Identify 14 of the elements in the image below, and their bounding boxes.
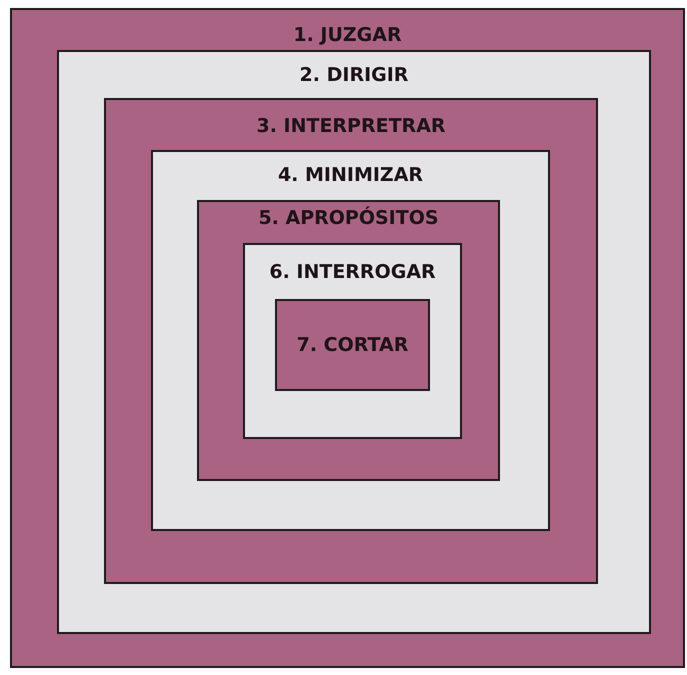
nested-frame — [10, 8, 685, 668]
frame-label: 5. APROPÓSITOS — [257, 206, 440, 230]
nested-frame — [151, 150, 550, 531]
nested-frame — [57, 50, 651, 634]
nested-frame — [104, 98, 598, 584]
nested-frame — [197, 200, 500, 481]
nested-frame — [275, 299, 430, 391]
frame-label: 3. INTERPRETRAR — [255, 114, 447, 138]
frame-label: 1. JUZGAR — [292, 23, 403, 47]
frame-label: 6. INTERROGAR — [268, 260, 437, 284]
nested-frame — [243, 243, 462, 439]
frame-label: 7. CORTAR — [296, 333, 410, 357]
frame-label: 4. MINIMIZAR — [276, 163, 424, 187]
frame-label: 2. DIRIGIR — [298, 63, 410, 87]
